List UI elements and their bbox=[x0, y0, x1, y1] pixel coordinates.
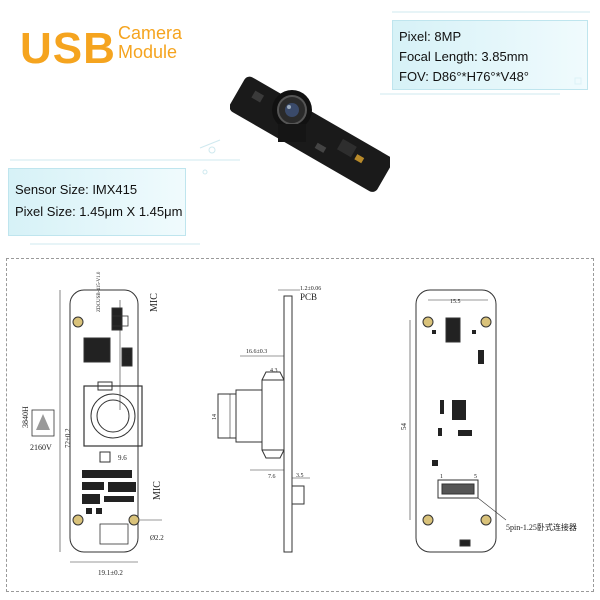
pin-1-label: 1 bbox=[440, 474, 443, 480]
back-view bbox=[409, 289, 507, 553]
dim-length: 72±0.2 bbox=[64, 428, 72, 448]
dim-lens-height: 16.6±0.3 bbox=[246, 349, 267, 355]
dim-36: 36 bbox=[124, 353, 132, 361]
brand-subtitle-line2: Module bbox=[118, 42, 178, 62]
front-view bbox=[59, 289, 162, 563]
dim-15-5: 15.5 bbox=[450, 299, 461, 305]
spec-focal-length: Focal Length: 3.85mm bbox=[399, 49, 529, 64]
spec-panel-sensor: Sensor Size: IMX415 Pixel Size: 1.45μm X… bbox=[8, 168, 186, 236]
dim-9-6: 9.6 bbox=[118, 454, 127, 462]
dim-14: 14 bbox=[212, 414, 218, 420]
brand-title-usb: USB bbox=[20, 24, 116, 73]
resolution-icon bbox=[31, 409, 55, 437]
board-code: ZDCUSB-415-V1.0 bbox=[97, 271, 102, 312]
spec-pixel-size: Pixel Size: 1.45μm X 1.45μm bbox=[15, 204, 183, 219]
decorative-tech-lines bbox=[10, 11, 590, 245]
pcb-label: PCB bbox=[300, 292, 317, 302]
dim-3-5: 3.5 bbox=[296, 473, 304, 479]
dim-width: 19.1±0.2 bbox=[98, 569, 123, 577]
spec-sensor-size: Sensor Size: IMX415 bbox=[15, 182, 138, 197]
mic-bottom-label: MIC bbox=[152, 481, 163, 500]
side-view bbox=[217, 289, 310, 553]
technical-drawing-frame bbox=[6, 258, 594, 592]
spec-panel-optics: Pixel: 8MP Focal Length: 3.85mm FOV: D86… bbox=[392, 20, 588, 90]
resolution-h: 3840H bbox=[21, 406, 30, 428]
connector-label: 5pin-1.25卧式连接器 bbox=[506, 522, 577, 532]
brand-subtitle-line1: Camera bbox=[118, 23, 183, 43]
spec-fov: FOV: D86°*H76°*V48° bbox=[399, 69, 530, 84]
dim-7-6: 7.6 bbox=[268, 474, 276, 480]
dim-4-3: 4.3 bbox=[270, 368, 278, 374]
dim-thickness: 1.2±0.06 bbox=[300, 286, 321, 292]
spec-pixel: Pixel: 8MP bbox=[399, 29, 462, 44]
dim-hole: Ø2.2 bbox=[150, 534, 164, 542]
resolution-v: 2160V bbox=[30, 443, 52, 452]
camera-module-photo bbox=[230, 76, 390, 192]
dim-54: 54 bbox=[400, 423, 408, 431]
pin-5-label: 5 bbox=[474, 474, 477, 480]
mic-top-label: MIC bbox=[149, 293, 160, 312]
brand-subtitle: Camera Module bbox=[118, 24, 182, 62]
